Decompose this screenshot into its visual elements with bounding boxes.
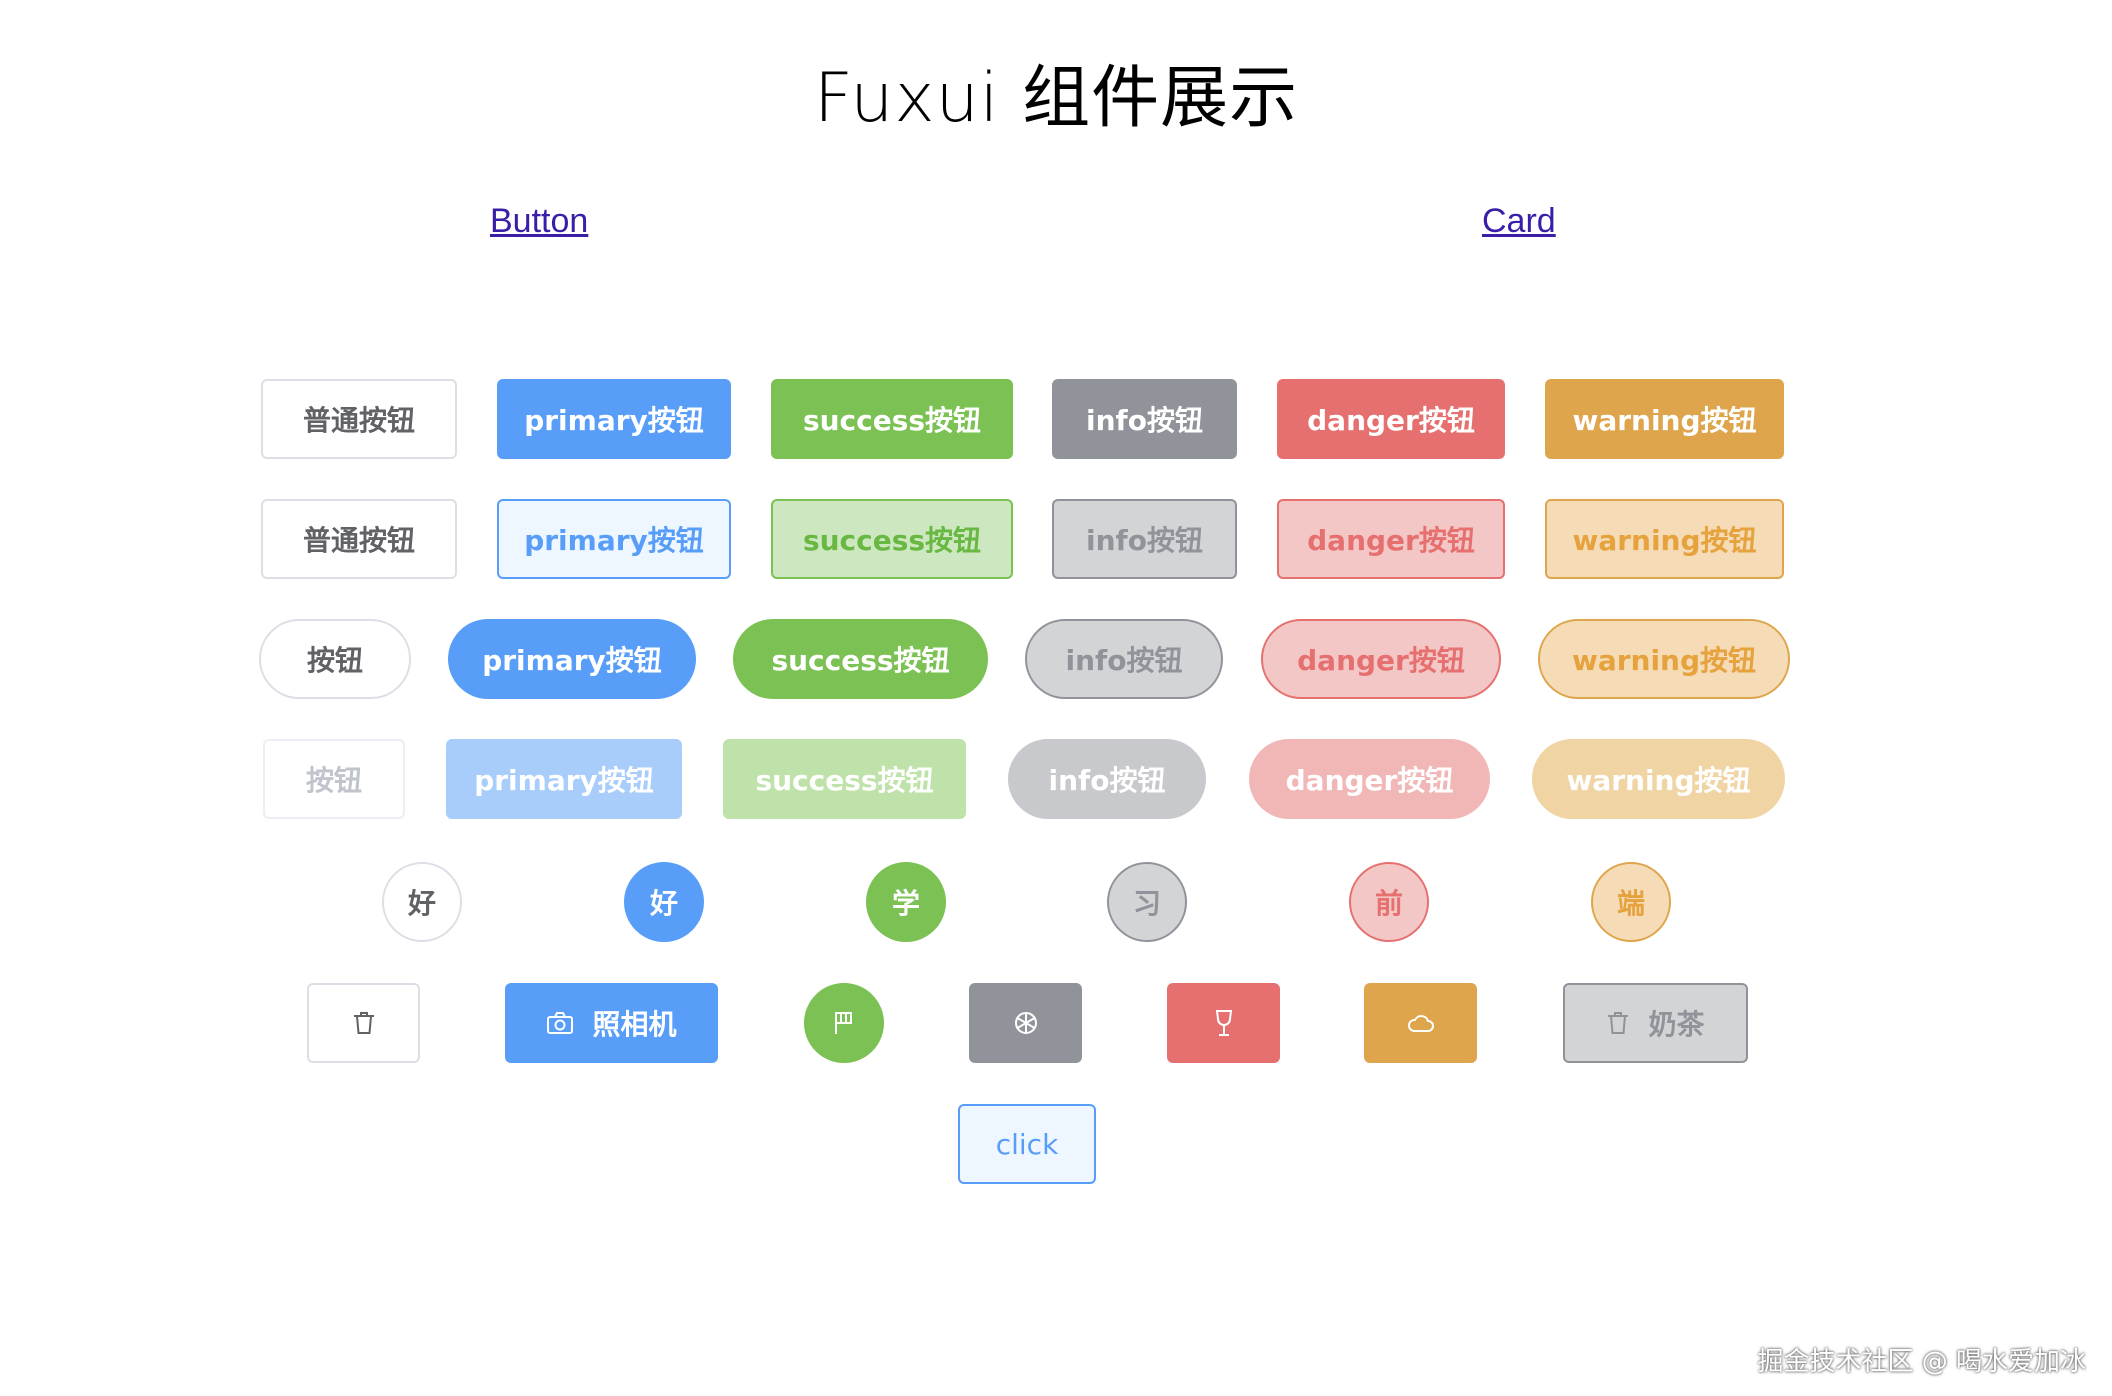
button-label: danger按钮	[1307, 524, 1475, 557]
default-round-button[interactable]: 按钮	[259, 619, 411, 699]
danger-plain-button[interactable]: danger按钮	[1277, 499, 1505, 579]
button-label: danger按钮	[1307, 404, 1475, 437]
page-title: Fuxui 组件展示	[813, 59, 1299, 138]
warning-disabled-button[interactable]: warning按钮	[1532, 739, 1785, 819]
button-label: primary按钮	[524, 524, 704, 557]
button-label: success按钮	[802, 404, 982, 437]
camera-icon	[546, 1011, 574, 1035]
default-button[interactable]: 普通按钮	[261, 379, 457, 459]
info-round-button[interactable]: info按钮	[1025, 619, 1223, 699]
flag-button[interactable]	[804, 983, 884, 1063]
success-round-button[interactable]: success按钮	[733, 619, 988, 699]
button-label: warning按钮	[1571, 644, 1757, 677]
warning-plain-button[interactable]: warning按钮	[1545, 499, 1784, 579]
button-label: info按钮	[1048, 764, 1166, 797]
button-label: click	[995, 1127, 1059, 1161]
primary-round-button[interactable]: primary按钮	[448, 619, 696, 699]
button-label: success按钮	[802, 524, 982, 557]
default-plain-button[interactable]: 普通按钮	[261, 499, 457, 579]
camera-button[interactable]: 照相机	[505, 983, 718, 1063]
trash-icon-button[interactable]	[307, 983, 420, 1063]
button-label: warning按钮	[1572, 404, 1757, 437]
click-button[interactable]: click	[958, 1104, 1096, 1184]
warning-button[interactable]: warning按钮	[1545, 379, 1784, 459]
button-label: primary按钮	[482, 644, 662, 677]
info-circle-button[interactable]: 习	[1107, 862, 1187, 942]
primary-button[interactable]: primary按钮	[497, 379, 731, 459]
button-label: 端	[1616, 887, 1645, 920]
button-label: 普通按钮	[302, 524, 415, 557]
danger-circle-button[interactable]: 前	[1349, 862, 1429, 942]
danger-round-button[interactable]: danger按钮	[1261, 619, 1501, 699]
wine-glass-icon	[1213, 1009, 1235, 1037]
trash-icon	[1606, 1010, 1630, 1036]
cloud-icon	[1406, 1012, 1436, 1034]
success-disabled-button[interactable]: success按钮	[723, 739, 966, 819]
primary-plain-button[interactable]: primary按钮	[497, 499, 731, 579]
button-label: primary按钮	[524, 404, 704, 437]
button-label: warning按钮	[1566, 764, 1751, 797]
cloud-button[interactable]	[1364, 983, 1477, 1063]
primary-circle-button[interactable]: 好	[624, 862, 704, 942]
aperture-button[interactable]	[969, 983, 1082, 1063]
aperture-icon	[1013, 1010, 1039, 1036]
button-label: 按钮	[305, 764, 362, 797]
default-disabled-button[interactable]: 按钮	[263, 739, 405, 819]
milk-tea-button[interactable]: 奶茶	[1563, 983, 1748, 1063]
success-plain-button[interactable]: success按钮	[771, 499, 1013, 579]
info-disabled-button[interactable]: info按钮	[1008, 739, 1206, 819]
button-label: 好	[649, 887, 678, 920]
button-label: primary按钮	[474, 764, 654, 797]
info-plain-button[interactable]: info按钮	[1052, 499, 1237, 579]
danger-button[interactable]: danger按钮	[1277, 379, 1505, 459]
warning-circle-button[interactable]: 端	[1591, 862, 1671, 942]
button-label: info按钮	[1065, 644, 1183, 677]
nav-link-button[interactable]: Button	[490, 202, 589, 240]
button-label: info按钮	[1086, 524, 1203, 557]
button-label: warning按钮	[1572, 524, 1757, 557]
button-label: success按钮	[755, 764, 934, 797]
info-button[interactable]: info按钮	[1052, 379, 1237, 459]
button-label: 好	[407, 887, 436, 920]
primary-disabled-button[interactable]: primary按钮	[446, 739, 682, 819]
default-circle-button[interactable]: 好	[382, 862, 462, 942]
nav-link-card[interactable]: Card	[1482, 202, 1556, 240]
wine-glass-button[interactable]	[1167, 983, 1280, 1063]
success-circle-button[interactable]: 学	[866, 862, 946, 942]
flag-icon	[832, 1010, 856, 1036]
warning-round-button[interactable]: warning按钮	[1538, 619, 1790, 699]
button-label: 学	[891, 887, 920, 920]
button-label: info按钮	[1086, 404, 1203, 437]
button-label: 习	[1132, 887, 1161, 920]
danger-disabled-button[interactable]: danger按钮	[1249, 739, 1490, 819]
success-button[interactable]: success按钮	[771, 379, 1013, 459]
watermark: 掘金技术社区 @ 喝水爱加冰	[1757, 1347, 2086, 1377]
button-label: 照相机	[592, 1008, 677, 1041]
button-label: 前	[1374, 887, 1403, 920]
button-label: 普通按钮	[302, 404, 415, 437]
button-label: success按钮	[771, 644, 950, 677]
button-label: danger按钮	[1285, 764, 1454, 797]
button-label: 按钮	[306, 644, 363, 677]
trash-icon	[352, 1010, 376, 1036]
button-label: danger按钮	[1297, 644, 1465, 677]
button-label: 奶茶	[1648, 1008, 1705, 1041]
